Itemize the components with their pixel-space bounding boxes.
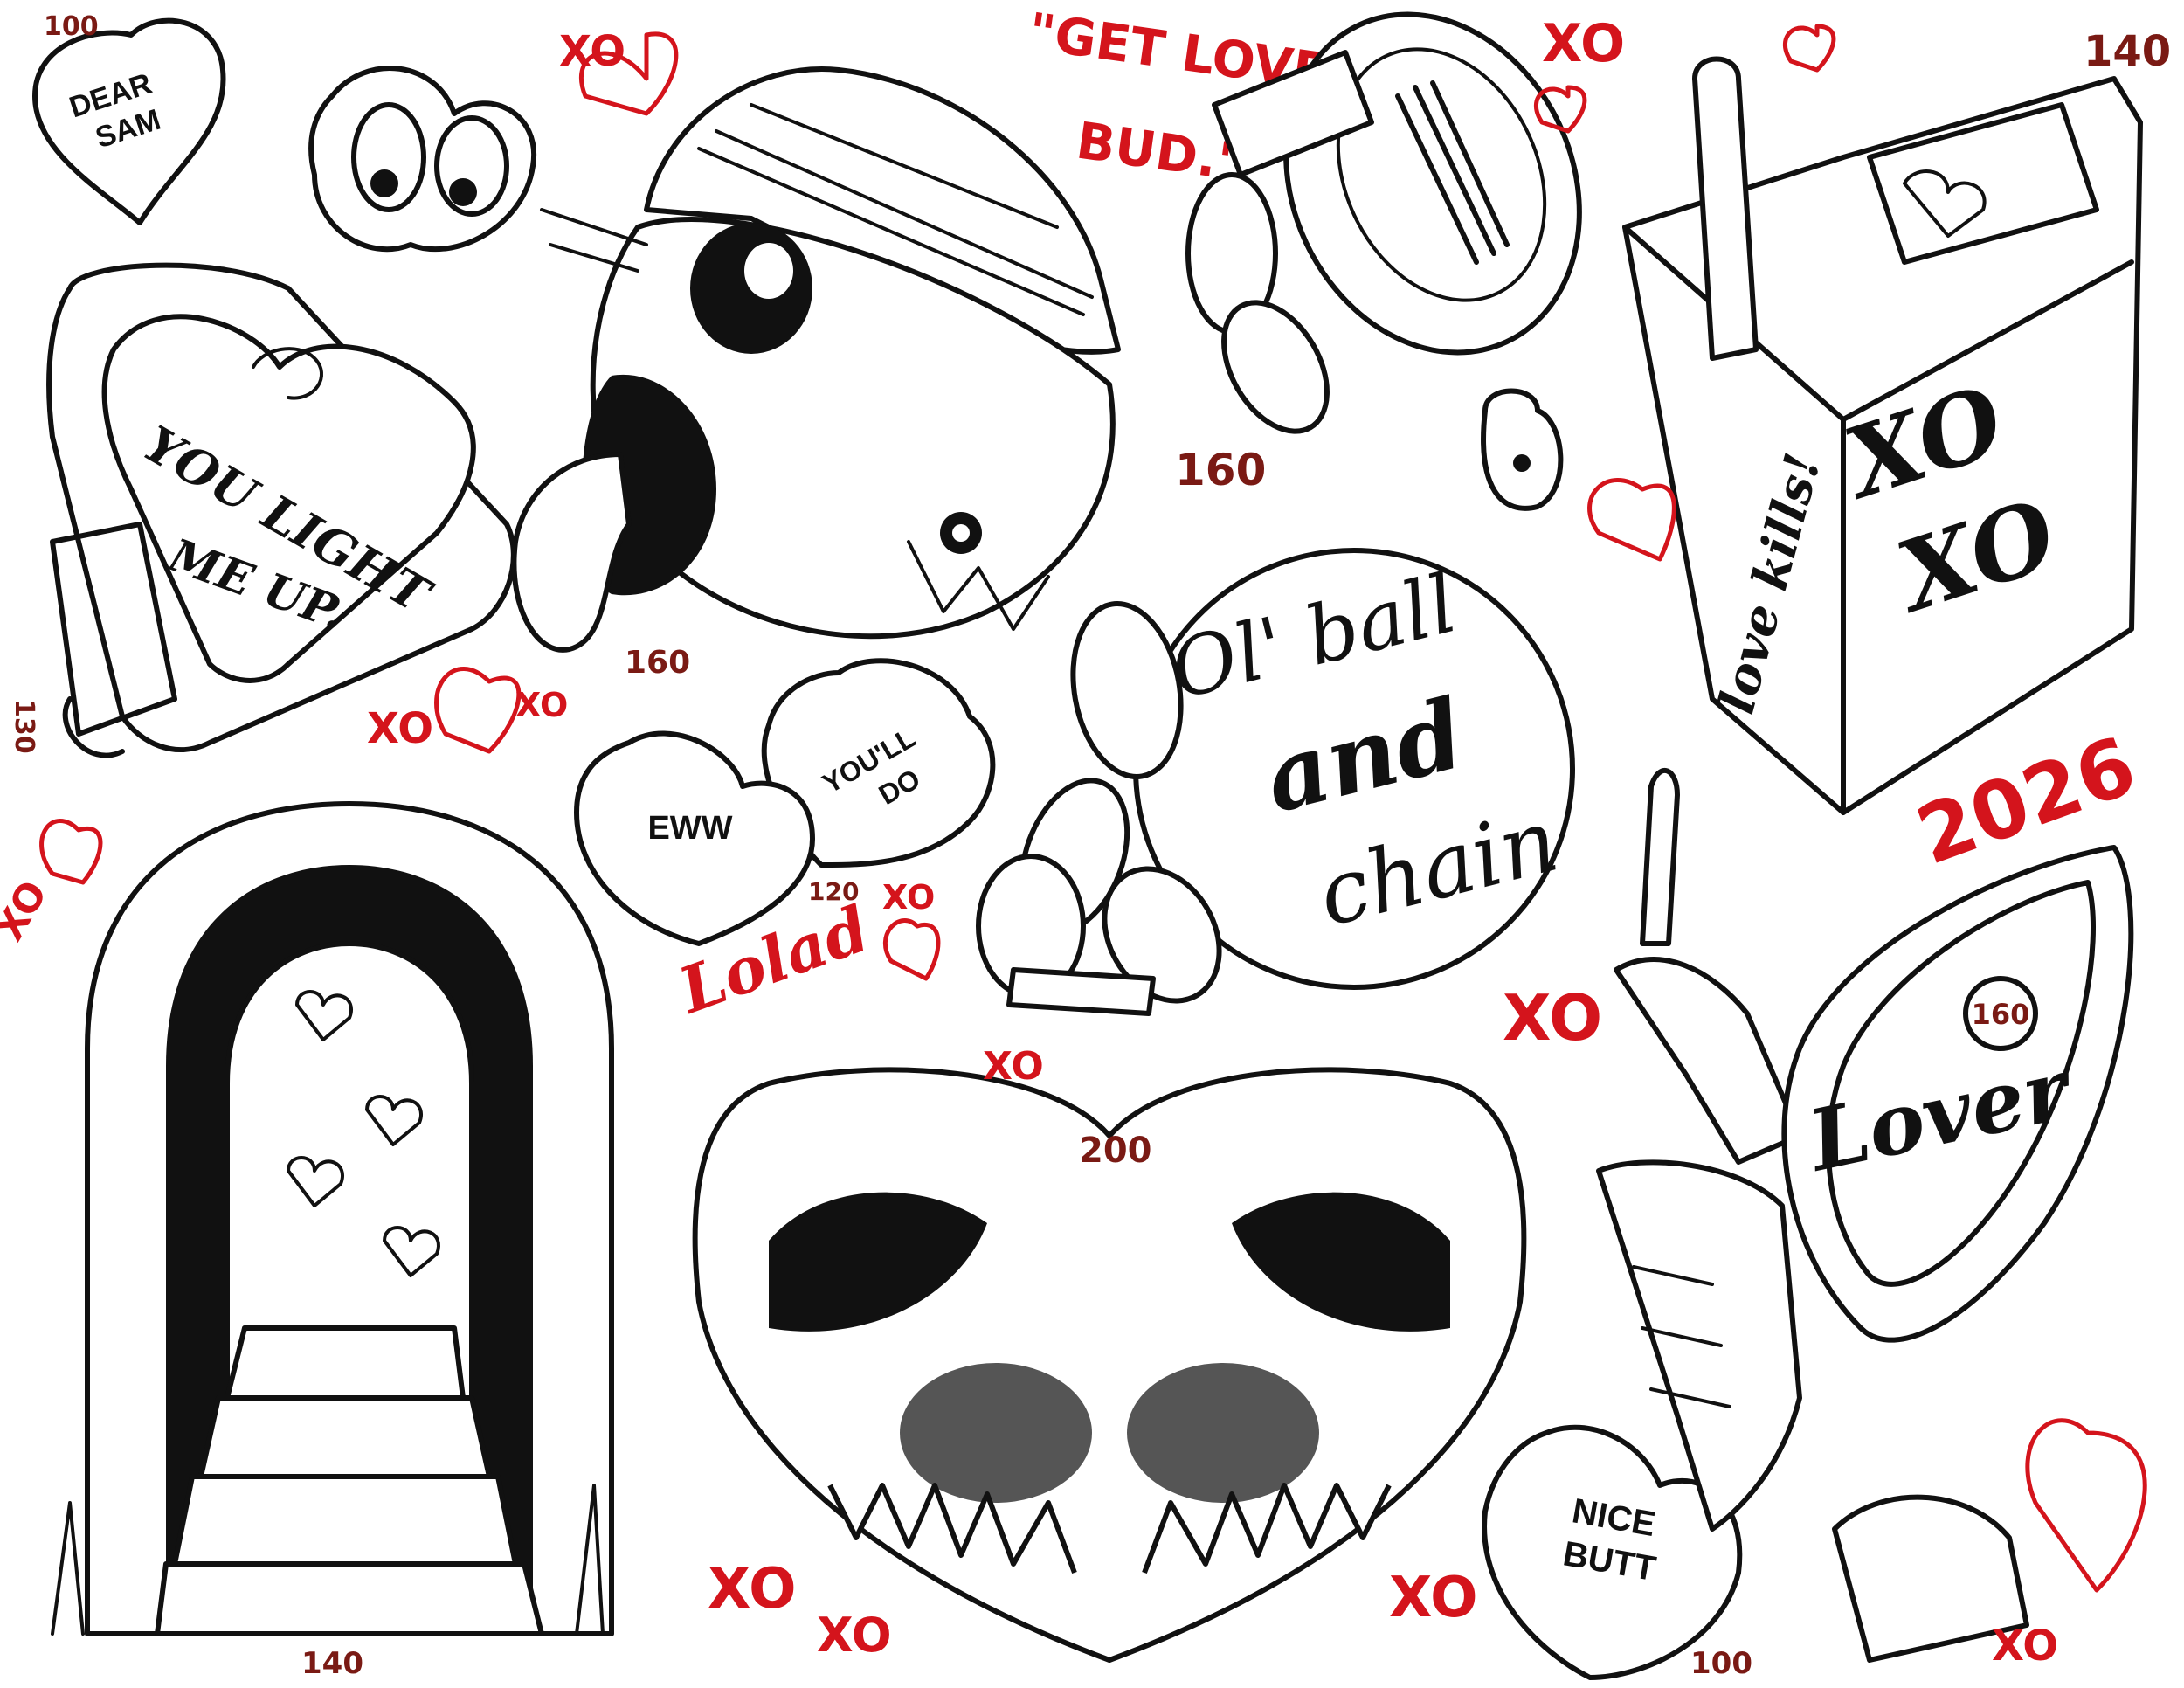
heart-icon — [1783, 24, 1836, 73]
price-cigarettes: 140 — [2084, 27, 2171, 76]
skeleton-hand-icon — [1596, 767, 2029, 1663]
xo-mark: XO — [0, 874, 56, 949]
heart-icon — [1587, 478, 1676, 562]
cartoon-face-icon — [511, 66, 1121, 653]
price-nice-butt: 100 — [1690, 1646, 1752, 1681]
heart-icon — [1534, 85, 1587, 134]
nice-butt-candy-heart-icon: NICE BUTT — [1482, 1424, 1743, 1680]
handcuff-icon — [1185, 11, 1582, 511]
heart-icon — [2025, 1418, 2147, 1593]
youll-do-candy-heart-icon: YOU'LL DO — [761, 658, 996, 868]
xo-mark: XO — [983, 1044, 1044, 1089]
xo-mark: XO — [1992, 1622, 2058, 1671]
cigarette-pack-icon — [1622, 56, 2143, 815]
xo-mark: XO — [1503, 981, 1602, 1055]
eww-text: EWW — [647, 810, 732, 847]
heart-icon — [434, 667, 522, 754]
xo-mark: XO — [882, 878, 935, 917]
heart-icon — [578, 31, 679, 116]
xo-mark: XO — [559, 27, 625, 76]
ball-chain-icon — [976, 548, 1575, 1016]
price-ball-chain: 160 — [1175, 445, 1266, 495]
doorway-icon — [51, 801, 614, 1636]
price-center-heart: 200 — [1079, 1131, 1152, 1171]
planchette-icon — [1781, 845, 2134, 1343]
price-light-me-up: 130 — [9, 699, 39, 754]
xo-mark: XO — [708, 1557, 796, 1622]
xo-marks: XO XO XO XO XO XO XO XO XO XO XO XO — [0, 13, 2058, 1671]
price-doorway: 140 — [301, 1646, 363, 1681]
price-eww: 120 — [808, 877, 859, 906]
xo-mark: XO — [817, 1608, 892, 1663]
lighter-icon — [46, 262, 516, 758]
xo-mark: XO — [367, 704, 433, 753]
price-lover: 160 — [1972, 998, 2030, 1031]
dear-sam-candy-heart-icon: DEAR SAM — [32, 17, 226, 225]
xo-mark: XO — [1389, 1566, 1477, 1630]
eww-candy-heart-icon: EWW — [574, 730, 815, 946]
center-heart-icon — [692, 1067, 1527, 1663]
heart-icon — [883, 918, 941, 981]
price-dear-sam: 100 — [44, 11, 99, 42]
xo-mark: XO — [515, 686, 568, 724]
xo-mark: XO — [1542, 13, 1625, 74]
red-hearts — [39, 24, 2147, 1593]
cartoon-eyes-icon — [308, 66, 648, 273]
price-face: 160 — [625, 645, 690, 681]
heart-icon — [39, 819, 103, 885]
